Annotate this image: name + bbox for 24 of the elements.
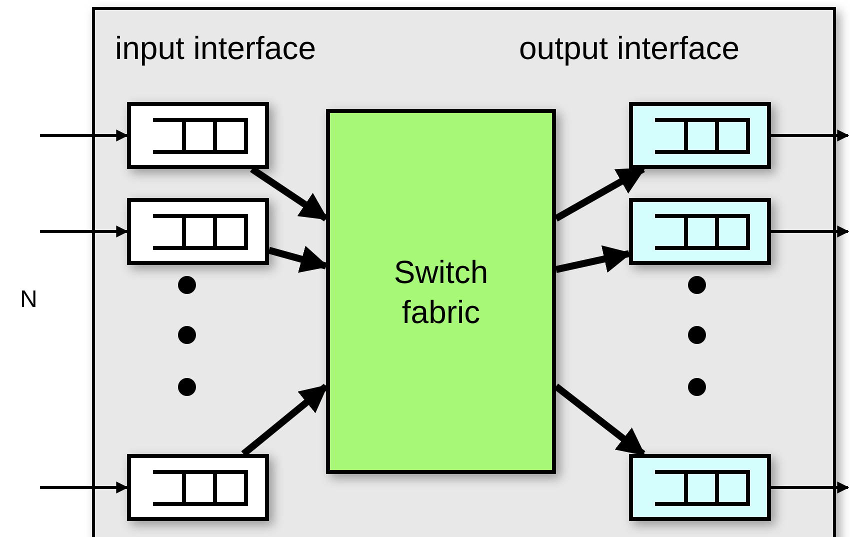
fabric-label: Switch fabric — [392, 252, 490, 332]
count-label: N — [20, 286, 38, 314]
router-box — [92, 7, 836, 537]
arrow — [771, 482, 850, 494]
arrow — [554, 384, 646, 457]
arrow — [268, 246, 329, 273]
section-heading: output interface — [519, 30, 740, 67]
queue-box — [127, 198, 269, 265]
queue-box — [629, 102, 771, 169]
switch-fabric-box — [326, 109, 556, 474]
arrow — [555, 245, 632, 274]
arrow — [241, 384, 328, 457]
queue-box — [629, 454, 771, 521]
section-heading: input interface — [115, 30, 316, 67]
arrow — [554, 166, 646, 222]
arrow — [771, 130, 850, 142]
arrow — [40, 226, 128, 238]
arrow — [250, 166, 328, 222]
arrow — [40, 482, 128, 494]
queue-box — [629, 198, 771, 265]
queue-box — [127, 102, 269, 169]
arrow — [40, 130, 128, 142]
arrow — [771, 226, 850, 238]
queue-box — [127, 454, 269, 521]
